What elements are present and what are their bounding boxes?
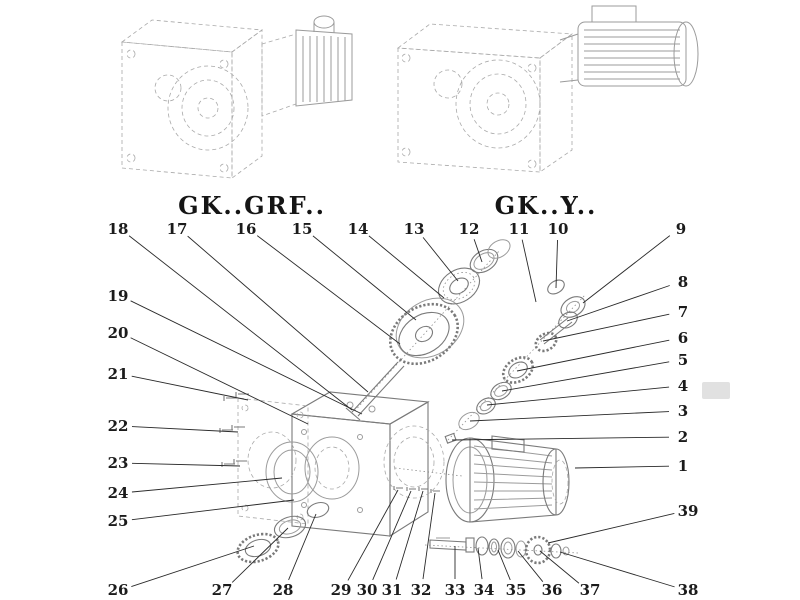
leader-line-29: [347, 489, 399, 581]
callout-layer: 1234567891011121314151617181920212223242…: [108, 220, 699, 599]
part-number-37: 37: [580, 581, 601, 599]
leader-line-7: [542, 313, 670, 342]
leader-line-1: [574, 465, 670, 469]
part-number-33: 33: [445, 581, 466, 599]
leader-line-36: [517, 550, 544, 582]
part-number-10: 10: [548, 220, 569, 238]
motor-exploded: [393, 435, 570, 523]
part-number-19: 19: [108, 287, 129, 305]
part-number-5: 5: [678, 351, 688, 369]
part-number-30: 30: [357, 581, 378, 599]
part-number-15: 15: [292, 220, 313, 238]
leader-line-30: [372, 490, 412, 581]
part-number-8: 8: [678, 273, 688, 291]
leader-line-37: [539, 550, 580, 584]
leader-line-15: [312, 235, 417, 321]
part-number-3: 3: [678, 402, 688, 420]
part-number-20: 20: [108, 324, 129, 342]
leader-line-28: [288, 513, 317, 581]
output-flange-plate: [237, 397, 319, 525]
part-number-27: 27: [212, 581, 233, 599]
leader-line-31: [395, 490, 424, 580]
part-number-7: 7: [678, 303, 688, 321]
leader-line-32: [422, 492, 436, 580]
exploded-view-drawing: [219, 239, 730, 565]
leader-line-12: [473, 239, 483, 263]
part-number-29: 29: [331, 581, 352, 599]
leader-line-27: [231, 527, 289, 583]
part-number-17: 17: [167, 220, 188, 238]
leader-line-4: [486, 386, 670, 406]
leader-line-23: [131, 462, 241, 467]
leader-line-21: [131, 375, 249, 401]
leader-line-26: [131, 545, 255, 588]
leader-line-25: [131, 499, 295, 521]
flange-bolts: [219, 392, 249, 467]
leader-line-35: [497, 549, 511, 581]
leader-line-10: [555, 239, 558, 289]
leader-line-19: [130, 300, 363, 415]
leader-line-17: [187, 235, 369, 393]
leader-line-38: [559, 551, 675, 588]
part-number-22: 22: [108, 417, 129, 435]
gk-grf-assembled-drawing: [120, 15, 353, 179]
variant-title-gk-y: GK..Y..: [494, 191, 598, 220]
input-shaft-kit: [429, 535, 570, 565]
leader-line-39: [547, 513, 675, 544]
part-number-23: 23: [108, 454, 129, 472]
part-number-18: 18: [108, 220, 129, 238]
leader-line-9: [582, 235, 671, 304]
part-number-12: 12: [459, 220, 480, 238]
part-number-36: 36: [542, 581, 563, 599]
motor-top-drawing: [559, 5, 699, 87]
part-number-24: 24: [108, 484, 129, 502]
leader-line-18: [128, 235, 353, 411]
leader-line-34: [477, 547, 483, 580]
leader-line-22: [131, 426, 239, 433]
part-number-38: 38: [678, 581, 699, 599]
part-number-39: 39: [678, 502, 699, 520]
part-number-35: 35: [506, 581, 527, 599]
gray-smudge: [702, 382, 730, 399]
part-number-21: 21: [108, 365, 129, 383]
part-number-32: 32: [411, 581, 432, 599]
leader-line-11: [521, 239, 537, 303]
bevel-gear-train: [345, 239, 511, 421]
input-pinion-parts: [444, 279, 586, 444]
leader-line-16: [256, 235, 401, 345]
gk-y-assembled-drawing: [396, 5, 699, 173]
part-number-1: 1: [678, 457, 688, 475]
part-number-9: 9: [676, 220, 686, 238]
leader-line-13: [422, 237, 459, 282]
part-number-16: 16: [236, 220, 257, 238]
variant-title-gk-grf: GK..GRF..: [178, 191, 326, 220]
leader-line-14: [368, 235, 445, 299]
part-number-13: 13: [404, 220, 425, 238]
part-number-2: 2: [678, 428, 688, 446]
part-number-6: 6: [678, 329, 688, 347]
part-number-31: 31: [382, 581, 403, 599]
leader-line-2: [451, 436, 670, 441]
leader-line-3: [469, 411, 670, 422]
leader-line-6: [516, 339, 670, 372]
part-number-34: 34: [474, 581, 495, 599]
gear-housing: [290, 391, 445, 537]
leader-line-8: [566, 285, 670, 322]
part-number-14: 14: [348, 220, 369, 238]
part-number-26: 26: [108, 581, 129, 599]
part-number-11: 11: [509, 220, 530, 238]
part-number-25: 25: [108, 512, 129, 530]
leader-line-24: [131, 477, 283, 493]
leader-line-5: [501, 361, 670, 392]
part-number-4: 4: [678, 377, 688, 395]
part-number-28: 28: [273, 581, 294, 599]
leader-line-20: [130, 337, 309, 425]
output-rings: [236, 501, 330, 564]
